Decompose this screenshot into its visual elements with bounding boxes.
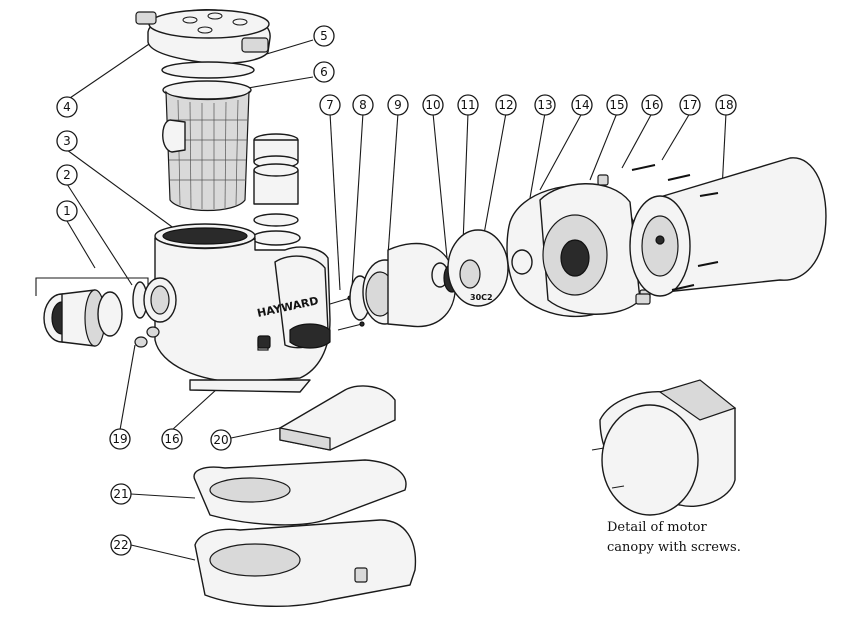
callout-5: 5	[313, 25, 335, 47]
callout-18: 18	[715, 94, 737, 116]
callout-12: 12	[495, 94, 517, 116]
callout-14: 14	[571, 94, 593, 116]
callout-21: 21	[110, 483, 132, 505]
mounting-base-20	[279, 385, 396, 451]
callout-label: 16	[644, 98, 659, 112]
callout-16-bottom: 16	[161, 428, 183, 450]
lid-o-ring	[161, 61, 255, 79]
callout-label: 10	[425, 98, 440, 112]
mounting-base-22	[194, 519, 417, 608]
callout-15: 15	[606, 94, 628, 116]
callout-label: 12	[498, 98, 513, 112]
callout-20: 20	[210, 429, 232, 451]
callout-11: 11	[457, 94, 479, 116]
callout-label: 7	[326, 98, 334, 112]
strainer-basket	[162, 80, 252, 212]
callout-label: 9	[394, 98, 402, 112]
callout-2: 2	[56, 164, 78, 186]
detail-caption-line2: canopy with screws.	[607, 540, 741, 555]
callout-16-top: 16	[641, 94, 663, 116]
callout-label: 18	[718, 98, 733, 112]
callout-label: 6	[320, 65, 328, 79]
callout-label: 8	[359, 98, 367, 112]
callout-3: 3	[56, 130, 78, 152]
drain-plugs	[134, 326, 271, 349]
impeller-label: 30C2	[470, 293, 493, 302]
callout-1: 1	[56, 200, 78, 222]
diffuser-assembly	[349, 242, 461, 328]
callout-label: 4	[63, 100, 71, 114]
callout-8: 8	[352, 94, 374, 116]
strainer-cover	[135, 9, 271, 65]
spare-union-parts	[251, 133, 301, 246]
motor-canopy-detail	[591, 379, 737, 516]
callout-label: 14	[574, 98, 589, 112]
callout-19: 19	[109, 428, 131, 450]
callout-label: 20	[213, 433, 228, 447]
callout-10: 10	[422, 94, 444, 116]
callout-4: 4	[56, 96, 78, 118]
detail-caption: Detail of motor canopy with screws.	[607, 518, 741, 558]
callout-label: 1	[63, 204, 71, 218]
callout-label: 5	[320, 29, 328, 43]
callout-label: 2	[63, 168, 71, 182]
callout-6: 6	[313, 61, 335, 83]
callout-22: 22	[110, 534, 132, 556]
pump-housing: HAYWARD	[143, 223, 331, 393]
callout-label: 3	[63, 134, 71, 148]
motor	[629, 157, 827, 305]
impeller: 30C2	[447, 229, 509, 307]
callout-7: 7	[319, 94, 341, 116]
callout-label: 16	[164, 432, 179, 446]
detail-caption-line1: Detail of motor	[607, 520, 707, 535]
callout-9: 9	[387, 94, 409, 116]
callout-label: 17	[682, 98, 697, 112]
callout-label: 21	[113, 487, 128, 501]
callout-17: 17	[679, 94, 701, 116]
seal-plate	[506, 174, 651, 318]
callout-label: 15	[609, 98, 624, 112]
callout-label: 19	[112, 432, 127, 446]
leader-lines	[35, 39, 727, 561]
callout-13: 13	[534, 94, 556, 116]
union-fittings	[43, 281, 148, 347]
callout-label: 22	[113, 538, 128, 552]
callout-label: 11	[460, 98, 475, 112]
mounting-base-21	[193, 459, 407, 526]
callout-label: 13	[537, 98, 552, 112]
